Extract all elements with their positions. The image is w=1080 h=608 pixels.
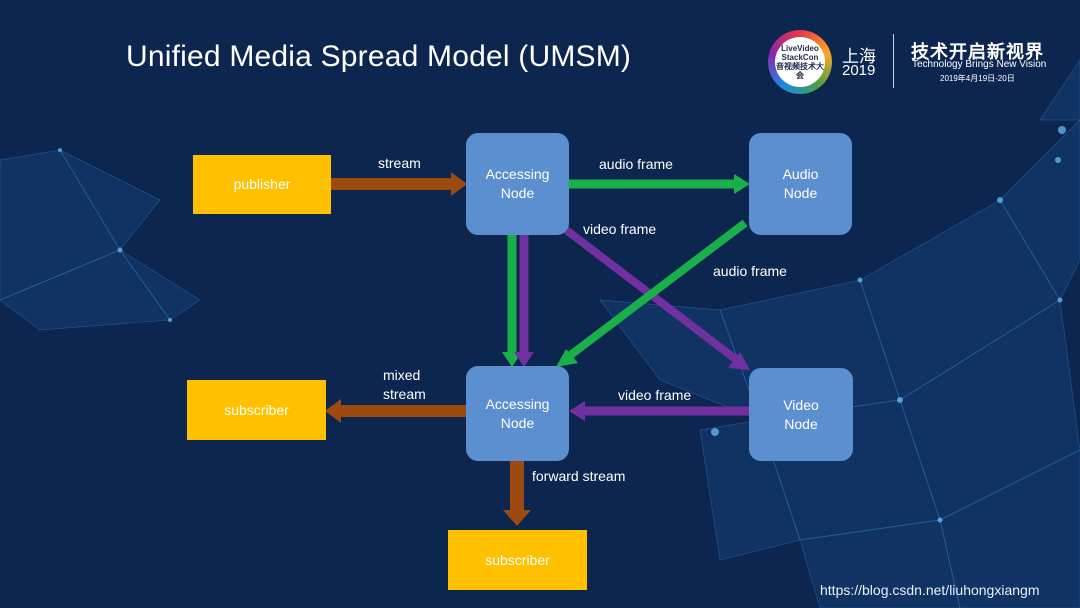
audio-frame-diag-label: audio frame (713, 263, 787, 279)
subscriber-left-label: subscriber (224, 401, 289, 418)
subscriber-bottom-box: subscriber (448, 530, 587, 590)
audio-frame-arrow-top (569, 174, 750, 194)
event-city: 上海 (842, 47, 876, 66)
forward-stream-arrow (503, 461, 531, 526)
event-en-title: Technology Brings New Vision (912, 59, 1047, 70)
audio-node-label: Audio Node (782, 166, 819, 201)
event-year: 2019 (842, 62, 876, 79)
header-divider (893, 34, 894, 88)
stream-label: stream (378, 155, 421, 171)
mixed-stream-label: mixed stream (383, 367, 426, 402)
subscriber-left-box: subscriber (187, 380, 326, 440)
publisher-label: publisher (233, 176, 291, 192)
video-node: Video Node (749, 368, 853, 461)
accessing-node-top: Accessing Node (466, 133, 569, 235)
accessing-node-bottom: Accessing Node (466, 366, 569, 461)
watermark-url: https://blog.csdn.net/liuhongxiangm (820, 582, 1040, 598)
forward-stream-label: forward stream (532, 468, 626, 484)
video-frame-top-label: video frame (583, 221, 657, 237)
logo-text: LiveVideo StackCon 音视频技术大会 (776, 44, 824, 80)
accessing-node-bottom-label: Accessing Node (485, 395, 550, 431)
video-down-arrow (514, 235, 534, 367)
video-node-label: Video Node (783, 396, 819, 432)
livevideostackcon-logo: LiveVideo StackCon 音视频技术大会 (768, 30, 832, 94)
event-cn-title: 技术开启新视界 (911, 42, 1044, 62)
subscriber-bottom-label: subscriber (485, 551, 550, 568)
video-frame-arrow-diag (562, 225, 750, 370)
audio-node: Audio Node (749, 133, 852, 235)
stream-arrow (331, 172, 467, 196)
audio-frame-arrow-diag (556, 219, 748, 367)
audio-down-arrow (502, 235, 522, 367)
video-frame-arrow-bottom (569, 401, 750, 421)
mixed-stream-arrow (325, 399, 466, 423)
publisher-box: publisher (193, 155, 331, 214)
event-date: 2019年4月19日-20日 (940, 74, 1015, 83)
accessing-node-top-label: Accessing Node (485, 166, 550, 201)
slide-title: Unified Media Spread Model (UMSM) (126, 40, 632, 73)
audio-frame-top-label: audio frame (599, 156, 673, 172)
video-frame-bottom-label: video frame (618, 387, 692, 403)
